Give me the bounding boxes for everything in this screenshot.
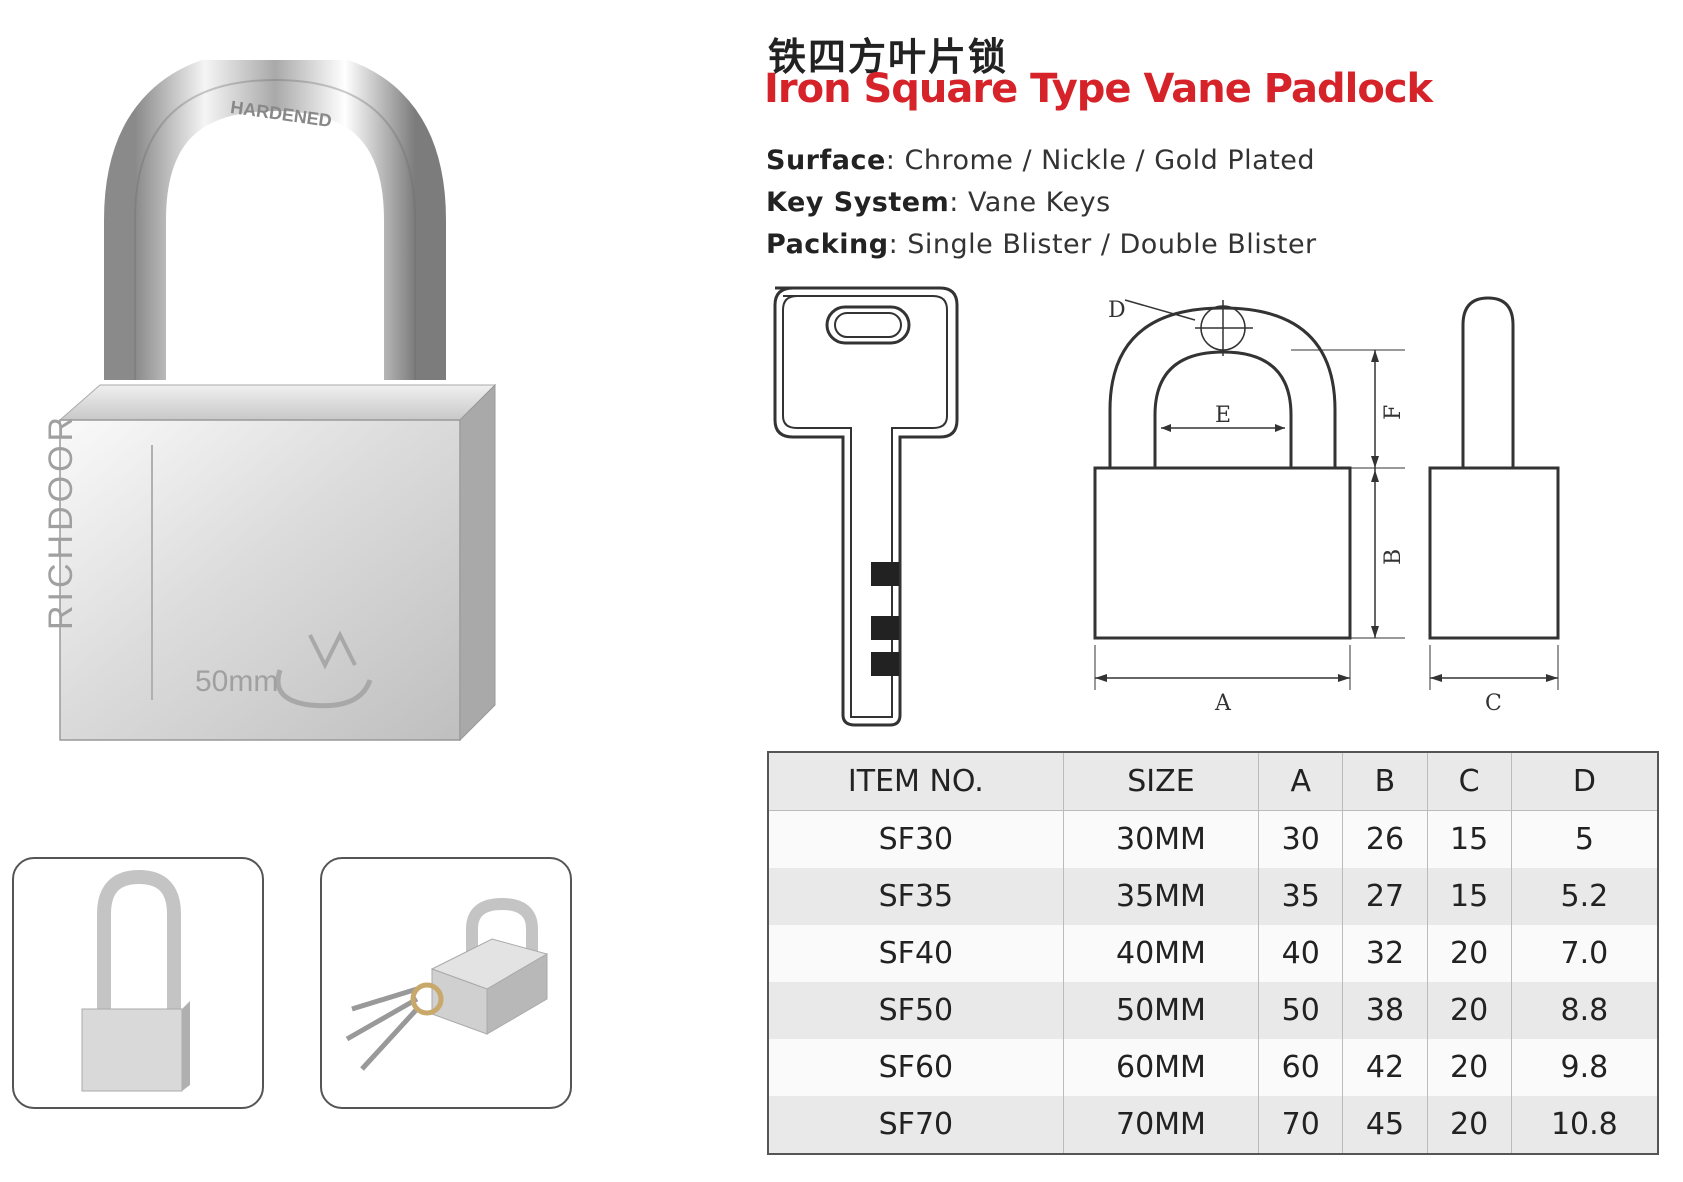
- table-cell: 50: [1258, 982, 1343, 1039]
- size-engraving: 50mm: [195, 665, 279, 698]
- technical-diagram: D E A C F B: [755, 280, 1655, 740]
- table-cell: 70: [1258, 1096, 1343, 1154]
- main-product-photo: HARDENED RICHDOOR 50mm: [40, 48, 510, 760]
- table-row: SF35 35MM 35 27 15 5.2: [768, 868, 1658, 925]
- long-shackle-padlock-illustration: [81, 869, 190, 1092]
- dimension-label-b: B: [1381, 549, 1406, 565]
- table-cell: SF70: [878, 1107, 954, 1142]
- spec-value: Vane Keys: [967, 187, 1111, 218]
- table-header-row: ITEM NO. SIZE A B C D: [768, 752, 1658, 811]
- table-row: SF40 40MM 40 32 20 7.0: [768, 925, 1658, 982]
- dimension-label-e: E: [1215, 403, 1231, 428]
- table-row: SF60 60MM 60 42 20 9.8: [768, 1039, 1658, 1096]
- table-cell: 20: [1426, 925, 1512, 982]
- table-row: SF50 50MM 50 38 20 8.8: [768, 982, 1658, 1039]
- key-bit: [871, 652, 899, 676]
- table-cell: 60: [1258, 1039, 1343, 1096]
- table-cell: 70MM: [1062, 1096, 1259, 1154]
- page-title-english: Iron Square Type Vane Padlock: [764, 66, 1433, 112]
- table-cell: 32: [1342, 925, 1428, 982]
- column-header: B: [1342, 752, 1428, 811]
- spec-key: Packing: [766, 229, 889, 260]
- table-cell: 60MM: [1062, 1039, 1259, 1096]
- table-cell: 35: [1258, 868, 1343, 925]
- padlock-side-drawing: [1428, 296, 1560, 690]
- spec-separator: :: [888, 229, 899, 260]
- spec-value: Chrome / Nickle / Gold Plated: [904, 145, 1316, 176]
- table-cell: 26: [1342, 810, 1428, 868]
- spec-row-packing: Packing: Single Blister / Double Blister: [766, 224, 1317, 266]
- table-cell: 30MM: [1062, 810, 1259, 868]
- table-cell: SF40: [878, 936, 954, 971]
- padlock-front-drawing: [1093, 299, 1405, 690]
- table-cell: 35MM: [1062, 868, 1259, 925]
- table-row: SF30 30MM 30 26 15 5: [768, 810, 1658, 868]
- table-cell: 7.0: [1510, 925, 1658, 982]
- table-row: SF70 70MM 70 45 20 10.8: [768, 1096, 1658, 1154]
- thumbnail-padlock-with-keys[interactable]: [320, 857, 572, 1109]
- table-cell: 5.2: [1510, 868, 1658, 925]
- brand-engraving: RICHDOOR: [42, 412, 80, 630]
- dimension-label-d: D: [1108, 298, 1126, 323]
- table-cell: 15: [1426, 868, 1512, 925]
- column-header: D: [1510, 752, 1658, 811]
- table-cell: SF50: [878, 993, 954, 1028]
- table-cell: 40MM: [1062, 925, 1259, 982]
- table-cell: 30: [1258, 810, 1343, 868]
- key-bit: [871, 616, 899, 640]
- table-cell: 50MM: [1062, 982, 1259, 1039]
- spec-list: Surface: Chrome / Nickle / Gold Plated K…: [766, 140, 1317, 266]
- padlock-with-keys-illustration: [345, 897, 549, 1071]
- key-bit: [871, 562, 899, 586]
- thumbnail-long-shackle[interactable]: [12, 857, 264, 1109]
- column-header: C: [1426, 752, 1512, 811]
- spec-row-surface: Surface: Chrome / Nickle / Gold Plated: [766, 140, 1317, 182]
- table-cell: SF30: [878, 822, 954, 857]
- table-cell: 20: [1426, 982, 1512, 1039]
- spec-key: Surface: [766, 145, 886, 176]
- dimension-label-f: F: [1381, 405, 1406, 420]
- table-cell: 15: [1426, 810, 1512, 868]
- size-table: ITEM NO. SIZE A B C D SF30 30MM 30 26 15…: [767, 751, 1659, 1155]
- table-cell: 10.8: [1510, 1096, 1658, 1154]
- spec-value: Single Blister / Double Blister: [907, 229, 1317, 260]
- spec-key: Key System: [766, 187, 950, 218]
- table-cell: 40: [1258, 925, 1343, 982]
- table-cell: SF35: [878, 879, 954, 914]
- table-cell: 9.8: [1510, 1039, 1658, 1096]
- spec-row-key-system: Key System: Vane Keys: [766, 182, 1317, 224]
- dimension-label-c: C: [1485, 691, 1502, 716]
- spec-separator: :: [885, 145, 896, 176]
- key-drawing: [773, 286, 959, 727]
- column-header: ITEM NO.: [847, 764, 984, 799]
- table-cell: 45: [1342, 1096, 1428, 1154]
- dimension-label-a: A: [1214, 691, 1232, 716]
- page-title-chinese: 铁四方叶片锁: [768, 35, 1009, 79]
- table-cell: 42: [1342, 1039, 1428, 1096]
- table-cell: 27: [1342, 868, 1428, 925]
- spec-separator: :: [949, 187, 959, 218]
- table-cell: SF60: [878, 1050, 954, 1085]
- table-cell: 5: [1510, 810, 1658, 868]
- column-header: A: [1258, 752, 1343, 811]
- table-cell: 20: [1426, 1039, 1512, 1096]
- table-cell: 8.8: [1510, 982, 1658, 1039]
- column-header: SIZE: [1062, 752, 1259, 811]
- table-cell: 38: [1342, 982, 1428, 1039]
- table-cell: 20: [1426, 1096, 1512, 1154]
